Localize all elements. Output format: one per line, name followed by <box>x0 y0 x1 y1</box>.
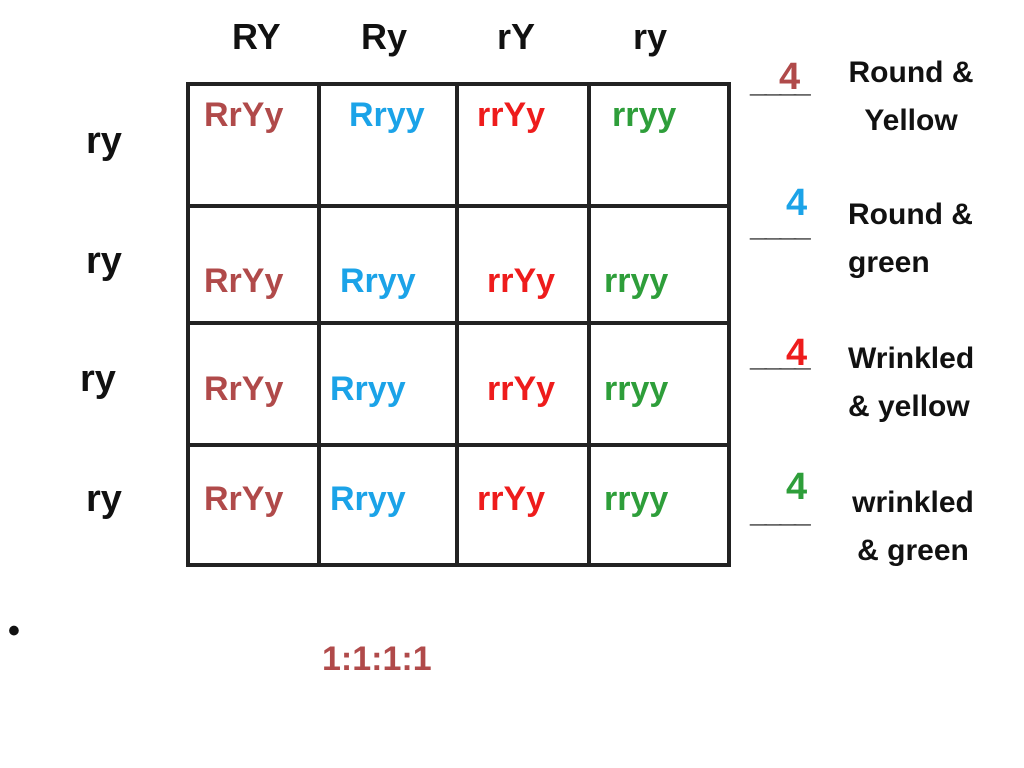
cell-r4-c2: Rryy <box>330 480 406 518</box>
phenotype-count-2: 4 <box>786 182 808 224</box>
column-header-1: RY <box>232 16 281 57</box>
cell-r1-c1: RrYy <box>204 96 284 134</box>
cell-r2-c2: Rryy <box>340 262 416 300</box>
phenotype-count-3: 4 <box>786 332 808 374</box>
cell-r3-c1: RrYy <box>204 370 284 408</box>
grid-line-v1 <box>317 82 321 567</box>
blank-line-2: ____ <box>750 210 811 243</box>
phenotype-count-4: 4 <box>786 466 808 508</box>
phenotype-label-1-line1: Round & <box>848 56 974 89</box>
ratio-label: 1:1:1:1 <box>322 640 432 678</box>
phenotype-label-2-line1: Round & <box>848 198 973 231</box>
row-header-4: ry <box>86 478 122 520</box>
cell-r3-c4: rryy <box>604 370 669 408</box>
row-header-1: ry <box>86 120 122 162</box>
phenotype-label-1-line2: Yellow <box>864 104 958 137</box>
blank-line-1: ____ <box>750 66 811 99</box>
column-header-3: rY <box>497 16 536 57</box>
phenotype-label-3: Wrinkled & yellow <box>848 342 974 424</box>
cell-r1-c2: Rryy <box>349 96 425 134</box>
cell-r2-c1: RrYy <box>204 262 284 300</box>
blank-line-4: ____ <box>750 496 811 529</box>
cell-r3-c2: Rryy <box>330 370 406 408</box>
phenotype-label-4: wrinkled & green <box>838 486 988 568</box>
grid-line-v3 <box>587 82 591 567</box>
phenotype-label-2-line2: green <box>848 246 930 279</box>
cell-r2-c3: rrYy <box>487 262 556 300</box>
grid-line-v0 <box>186 82 190 567</box>
row-header-2: ry <box>86 240 122 282</box>
phenotype-count-1: 4 <box>779 56 801 98</box>
cell-r1-c3: rrYy <box>477 96 546 134</box>
cell-r2-c4: rryy <box>604 262 669 300</box>
grid-line-v4 <box>727 82 731 567</box>
bullet-dot: • <box>8 612 20 650</box>
phenotype-label-3-line1: Wrinkled <box>848 342 975 375</box>
cell-r1-c4: rryy <box>612 96 677 134</box>
phenotype-label-4-line1: wrinkled <box>852 486 974 519</box>
phenotype-label-3-line2: & yellow <box>848 390 970 423</box>
row-header-3: ry <box>80 358 116 400</box>
blank-line-3: ____ <box>750 340 811 373</box>
phenotype-label-2: Round & green <box>848 198 973 280</box>
cell-r3-c3: rrYy <box>487 370 556 408</box>
grid-line-v2 <box>455 82 459 567</box>
cell-r4-c3: rrYy <box>477 480 546 518</box>
cell-r4-c1: RrYy <box>204 480 284 518</box>
cell-r4-c4: rryy <box>604 480 669 518</box>
column-header-2: Ry <box>361 16 408 57</box>
phenotype-label-1: Round & Yellow <box>830 56 992 138</box>
column-header-4: ry <box>633 16 668 57</box>
phenotype-label-4-line2: & green <box>857 534 969 567</box>
